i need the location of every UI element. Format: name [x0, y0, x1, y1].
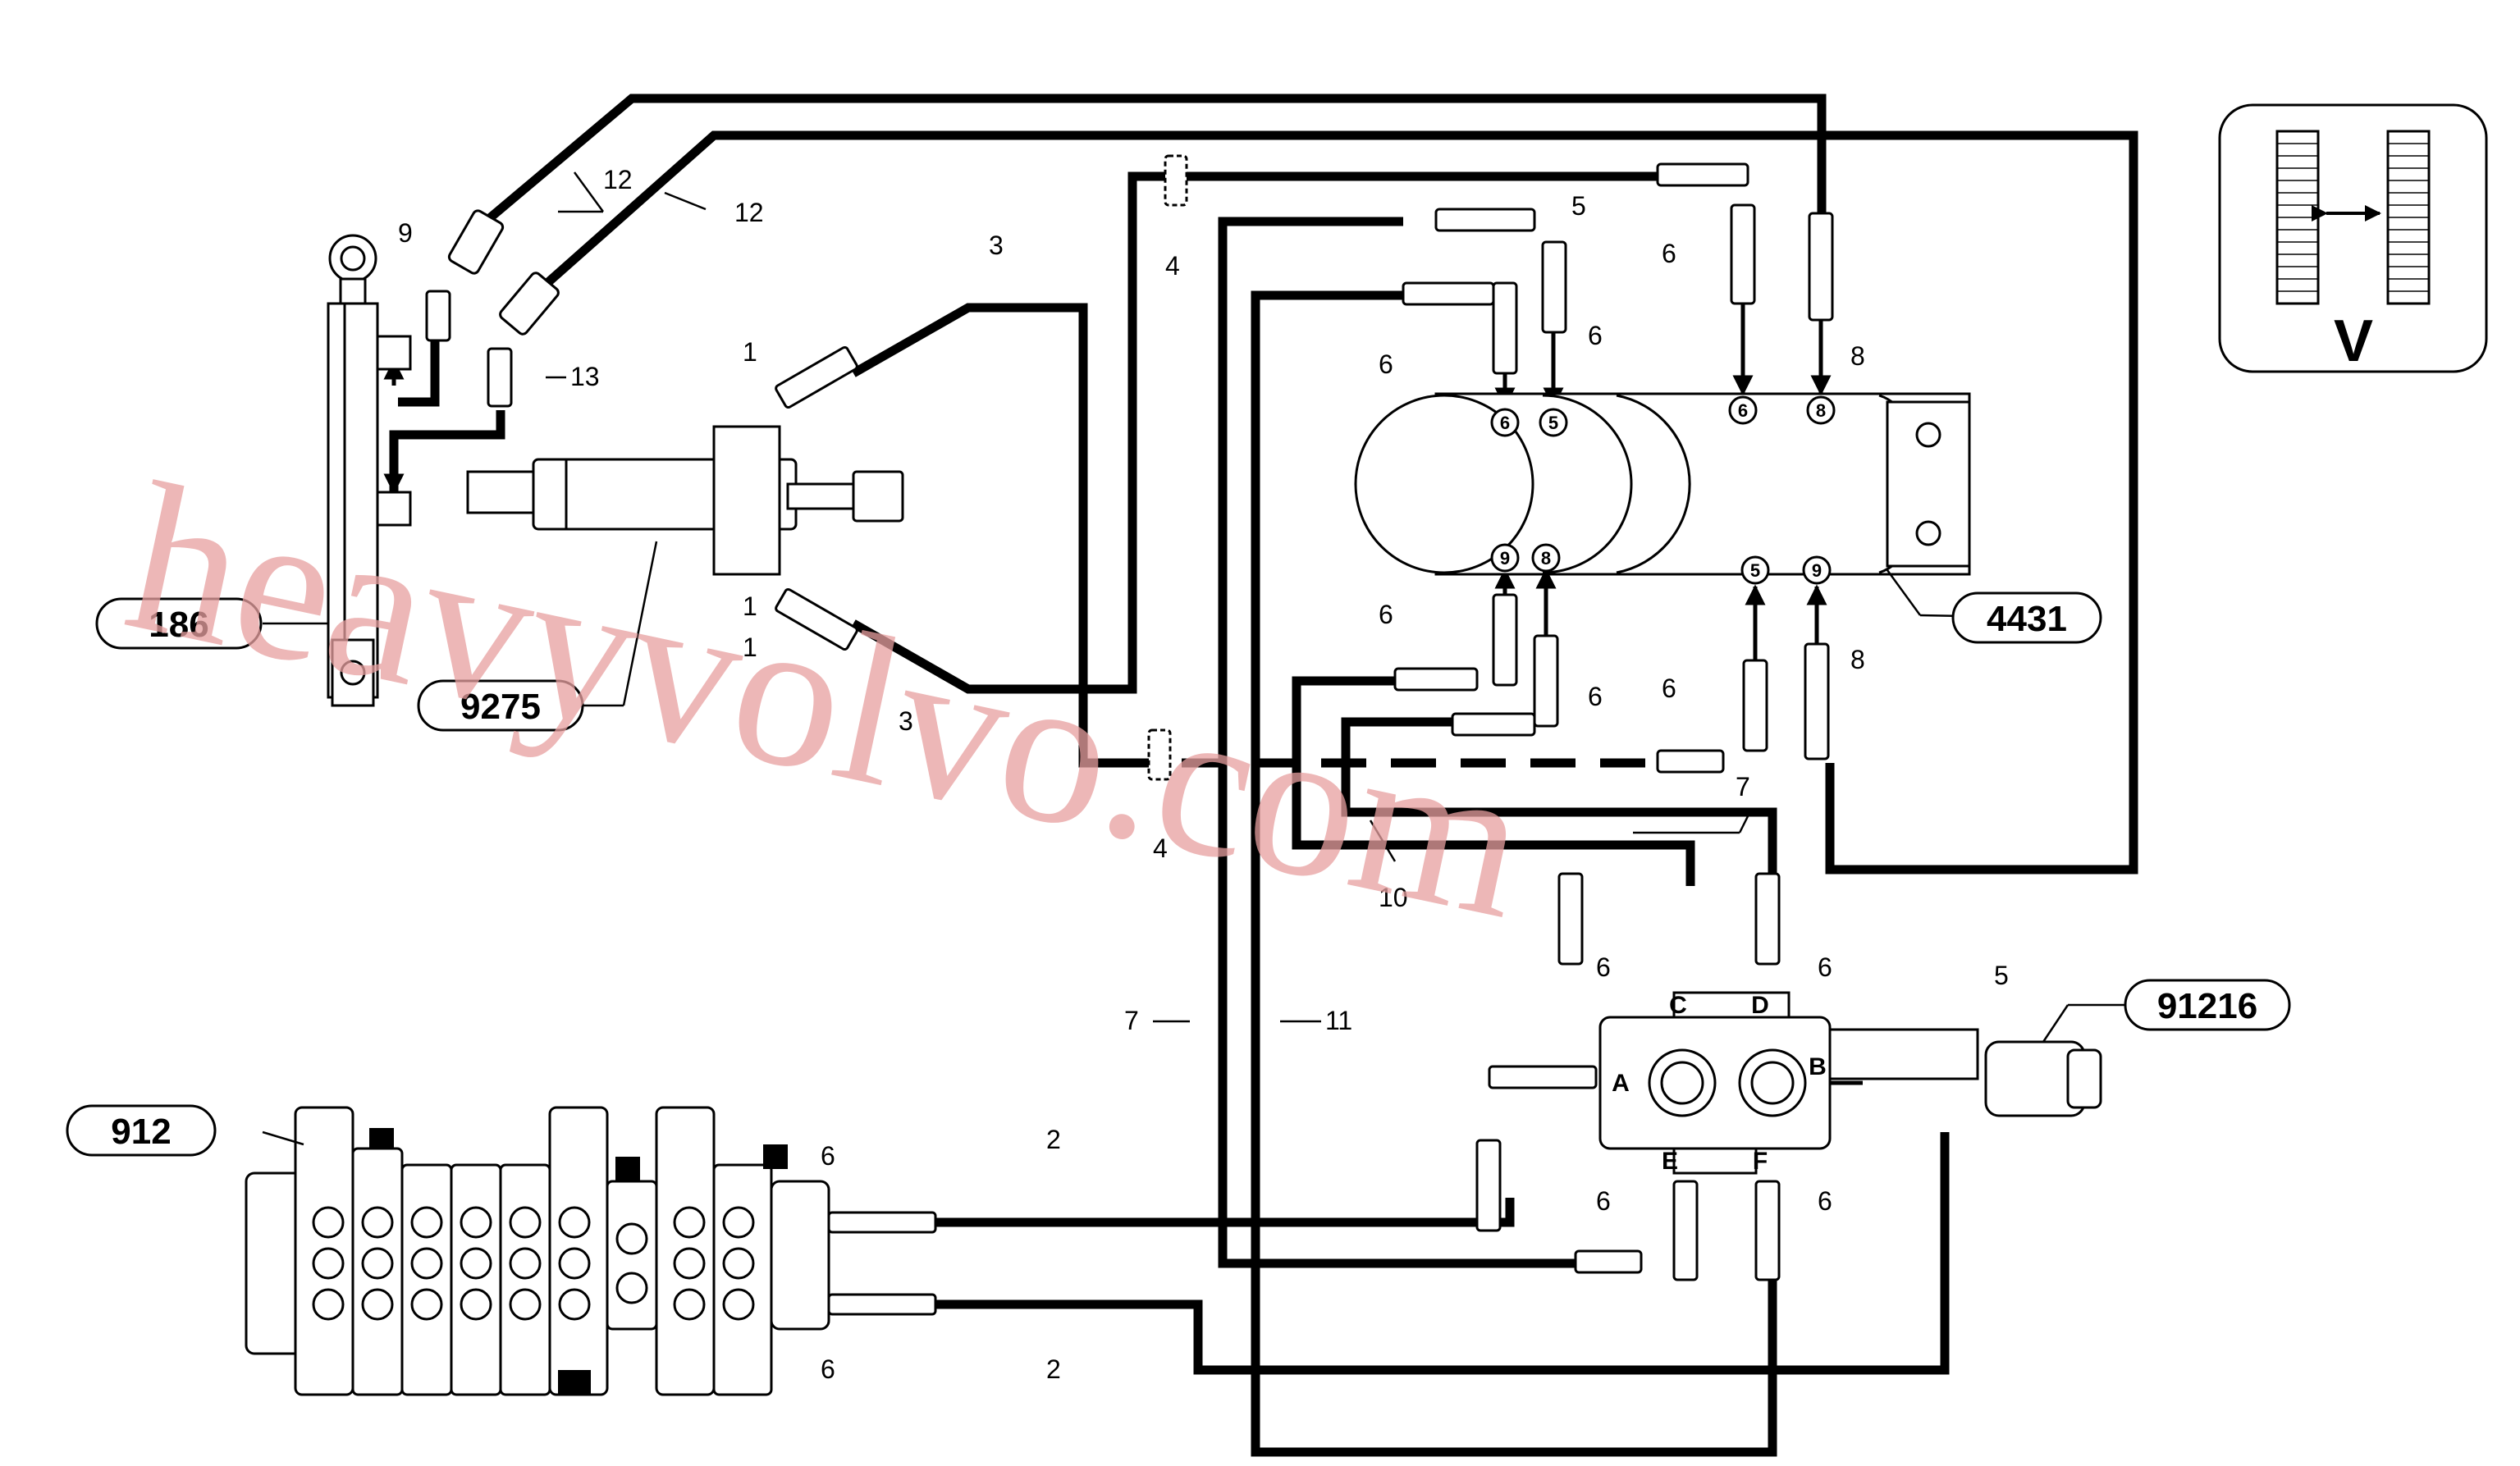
ref-3a: 3: [989, 231, 1004, 260]
cylinder-9275: [466, 425, 904, 576]
ref-12b: 12: [734, 198, 764, 227]
sensor-91216: [1984, 1040, 2102, 1117]
ref-13: 13: [570, 362, 600, 391]
ref-2a: 2: [1046, 1125, 1061, 1154]
port-letter-c: C: [1669, 992, 1687, 1019]
pipe-2-lower: [935, 1132, 1950, 1375]
svg-text:6: 6: [1500, 413, 1510, 433]
fittings: [425, 154, 1889, 1316]
ref-1a: 1: [743, 337, 757, 367]
port-letter-d: D: [1751, 992, 1769, 1019]
ref-7b: 7: [1124, 1006, 1139, 1035]
leaders: [262, 171, 2125, 1146]
ref-6-6: 6: [1662, 674, 1676, 703]
svg-text:8: 8: [1816, 400, 1826, 421]
ref-5b: 5: [1994, 961, 2009, 990]
valve-block: [1598, 991, 1979, 1175]
pipe-12-outer: [473, 94, 1827, 234]
ref-1c: 1: [743, 633, 757, 662]
ref-6-9: 6: [1596, 1186, 1611, 1216]
pipe-11b: [1218, 217, 1600, 1268]
port-letter-f: F: [1753, 1148, 1768, 1175]
part-callouts: 186 9275 4431 912 91216: [66, 591, 2291, 1157]
port-letter-b: B: [1809, 1053, 1827, 1080]
part-label-91216: 91216: [2157, 986, 2257, 1026]
ref-8b: 8: [1850, 645, 1865, 674]
pipe-10: [1292, 676, 1695, 886]
ref-6-8: 6: [1818, 952, 1832, 982]
ref-4b: 4: [1153, 833, 1168, 863]
pipe-186-feed: [398, 336, 440, 407]
svg-text:6: 6: [1738, 400, 1748, 421]
valve-ports: [312, 1206, 755, 1321]
port-letter-e: E: [1662, 1148, 1678, 1175]
port-letters: A B C D E F: [1612, 992, 1827, 1175]
svg-text:8: 8: [1541, 548, 1551, 569]
part-label-9275: 9275: [460, 687, 541, 727]
ref-6-4: 6: [1379, 600, 1393, 629]
svg-text:5: 5: [1750, 560, 1760, 581]
ref-9: 9: [398, 218, 413, 248]
pipe-12-inner: [530, 130, 2138, 875]
pipe-11: [1251, 290, 1777, 1457]
ref-10: 10: [1379, 883, 1408, 912]
svg-text:5: 5: [1548, 413, 1558, 433]
ref-7a: 7: [1736, 772, 1750, 802]
control-valve-912: [245, 1106, 830, 1396]
pipe-3-lower: [851, 171, 1674, 694]
part-label-186: 186: [149, 605, 208, 645]
ref-6-12: 6: [821, 1354, 835, 1384]
port-letter-a: A: [1612, 1070, 1630, 1097]
ref-6-5: 6: [1588, 682, 1603, 711]
ref-6-7: 6: [1596, 952, 1611, 982]
circled-port-numbers: 6 5 6 8 9 8 5 9: [1500, 400, 1826, 581]
svg-text:9: 9: [1500, 548, 1510, 569]
pipe-7: [1341, 717, 1777, 886]
ref-2b: 2: [1046, 1354, 1061, 1384]
ref-6-10: 6: [1818, 1186, 1832, 1216]
cylinder-186: [327, 234, 412, 707]
ref-11: 11: [1325, 1006, 1352, 1035]
part-label-912: 912: [111, 1112, 171, 1152]
ref-6-1: 6: [1379, 349, 1393, 379]
watermark: heavyvolvo.com: [111, 438, 1545, 963]
reference-numbers: 12 12 9 13 3 3 1 1 1 4 4 5 5 6 6 6 6 6 6…: [398, 165, 2009, 1384]
ref-6-3: 6: [1662, 239, 1676, 268]
ref-6-11: 6: [821, 1141, 835, 1171]
ref-1b: 1: [743, 591, 757, 621]
view-label: V: [2334, 308, 2373, 374]
ref-5a: 5: [1571, 191, 1586, 221]
ref-12a: 12: [603, 165, 633, 194]
ref-8a: 8: [1850, 341, 1865, 371]
svg-text:9: 9: [1812, 560, 1822, 581]
ref-6-2: 6: [1588, 321, 1603, 350]
view-inset: V: [2218, 103, 2488, 374]
part-label-4431: 4431: [1987, 599, 2067, 639]
ref-4a: 4: [1165, 251, 1180, 281]
pipe-3-upper: [851, 303, 1149, 768]
motor-4431: [1354, 392, 1971, 585]
port-circles: [1490, 395, 1836, 585]
ref-3b: 3: [899, 706, 913, 736]
pipe-2-upper: [935, 1198, 1515, 1227]
